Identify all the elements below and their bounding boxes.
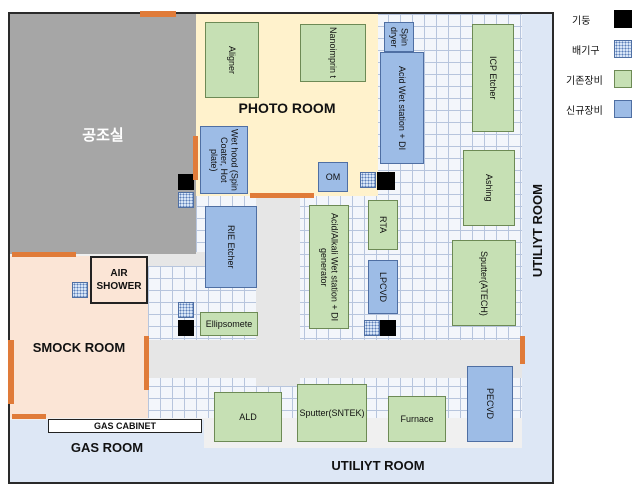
legend-label-pillar: 기둥 bbox=[572, 16, 591, 27]
pillar-icon bbox=[377, 172, 395, 190]
door bbox=[193, 136, 198, 180]
room-air-shower: AIR SHOWER bbox=[90, 256, 148, 304]
equip-nanoimprint: Nanoimprin t bbox=[300, 24, 366, 82]
equip-om: OM bbox=[318, 162, 348, 192]
equip-ellipsometer: Ellipsomete bbox=[200, 312, 258, 336]
pillar-icon bbox=[380, 320, 396, 336]
equip-sputter-sntek: Sputter(SNTEK) bbox=[297, 384, 367, 442]
legend-label-existing: 기존장비 bbox=[566, 76, 603, 87]
legend-exhaust-icon bbox=[614, 40, 632, 58]
equip-acid-alkali: Acid/Alkali Wet station + DI generator bbox=[309, 205, 349, 329]
legend-existing-icon bbox=[614, 70, 632, 88]
room-photo-label: PHOTO ROOM bbox=[238, 100, 336, 116]
equip-rie-etcher: RIE Etcher bbox=[205, 206, 257, 288]
equip-acid-wet-station: Acid Wet station + DI bbox=[380, 52, 424, 164]
door bbox=[144, 336, 149, 390]
gas-cabinet-label: GAS CABINET bbox=[93, 421, 156, 431]
room-air-shower-label: AIR SHOWER bbox=[96, 268, 142, 292]
room-gongjosil-label: 공조실 bbox=[82, 126, 124, 144]
equip-spin-dryer: Spin dryer bbox=[384, 22, 414, 52]
equip-rta: RTA bbox=[368, 200, 398, 250]
room-utility-right: UTILIYT ROOM bbox=[522, 14, 552, 448]
exhaust-icon bbox=[178, 302, 194, 318]
exhaust-icon bbox=[72, 282, 88, 298]
equip-icp-etcher: ICP Etcher bbox=[472, 24, 514, 132]
door bbox=[8, 340, 14, 404]
equip-aligner: Aligner bbox=[205, 22, 259, 98]
room-gongjosil: 공조실 bbox=[10, 14, 196, 254]
legend-label-new: 신규장비 bbox=[566, 106, 603, 117]
door bbox=[520, 336, 525, 364]
gas-cabinet: GAS CABINET bbox=[48, 419, 202, 433]
legend-label-exhaust: 배기구 bbox=[572, 46, 600, 57]
legend: 기둥 배기구 기존장비 신규장비 bbox=[566, 8, 640, 118]
corridor-vertical bbox=[256, 196, 300, 386]
room-utility-right-label: UTILIYT ROOM bbox=[529, 184, 545, 278]
equip-ald: ALD bbox=[214, 392, 282, 442]
equip-sputter-atech: Sputter(ATECH) bbox=[452, 240, 516, 326]
door bbox=[250, 193, 314, 198]
door bbox=[12, 252, 76, 257]
pillar-icon bbox=[178, 320, 194, 336]
room-gas-label: GAS ROOM bbox=[70, 440, 144, 455]
room-utility-bottom: UTILIYT ROOM bbox=[204, 448, 552, 482]
equip-pecvd: PECVD bbox=[467, 366, 513, 442]
exhaust-icon bbox=[178, 192, 194, 208]
exhaust-icon bbox=[360, 172, 376, 188]
exhaust-icon bbox=[364, 320, 380, 336]
room-smock-label: SMOCK ROOM bbox=[32, 340, 126, 355]
equip-lpcvd: LPCVD bbox=[368, 260, 398, 314]
equip-furnace: Furnace bbox=[388, 396, 446, 442]
legend-pillar-icon bbox=[614, 10, 632, 28]
door bbox=[12, 414, 46, 419]
corridor-horizontal bbox=[148, 340, 522, 378]
equip-wet-hood: Wet hood (Spin Coater, Hot plate) bbox=[200, 126, 248, 194]
legend-new-icon bbox=[614, 100, 632, 118]
room-utility-bottom-label: UTILIYT ROOM bbox=[331, 457, 425, 473]
pillar-icon bbox=[178, 174, 194, 190]
equip-ashing: Ashing bbox=[463, 150, 515, 226]
door bbox=[140, 11, 176, 17]
